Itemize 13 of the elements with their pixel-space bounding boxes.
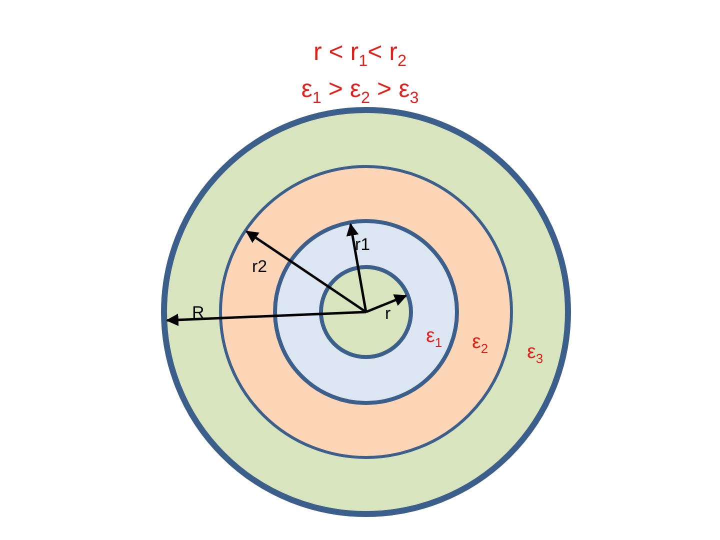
permittivity-label: ε$_{1}$ xyxy=(426,326,442,349)
radius-arrow xyxy=(166,310,366,326)
edge-label: r1 xyxy=(355,236,370,253)
permittivity-label: ε$_{3}$ xyxy=(527,342,544,365)
edge-label: R xyxy=(192,304,204,321)
inequality-text: r < r$_{1}$< r$_{2}$ xyxy=(312,40,408,70)
inequality-text: ε$_{1}$ > ε$_{2}$ > ε$_{3}$ xyxy=(300,77,420,106)
permittivity-label: ε$_{2}$ xyxy=(472,332,488,355)
edge-label: r xyxy=(385,305,391,322)
radius-arrow xyxy=(346,223,368,312)
radius-arrow xyxy=(246,230,367,314)
radius-arrow xyxy=(366,294,408,314)
edge-label: r2 xyxy=(252,258,268,275)
